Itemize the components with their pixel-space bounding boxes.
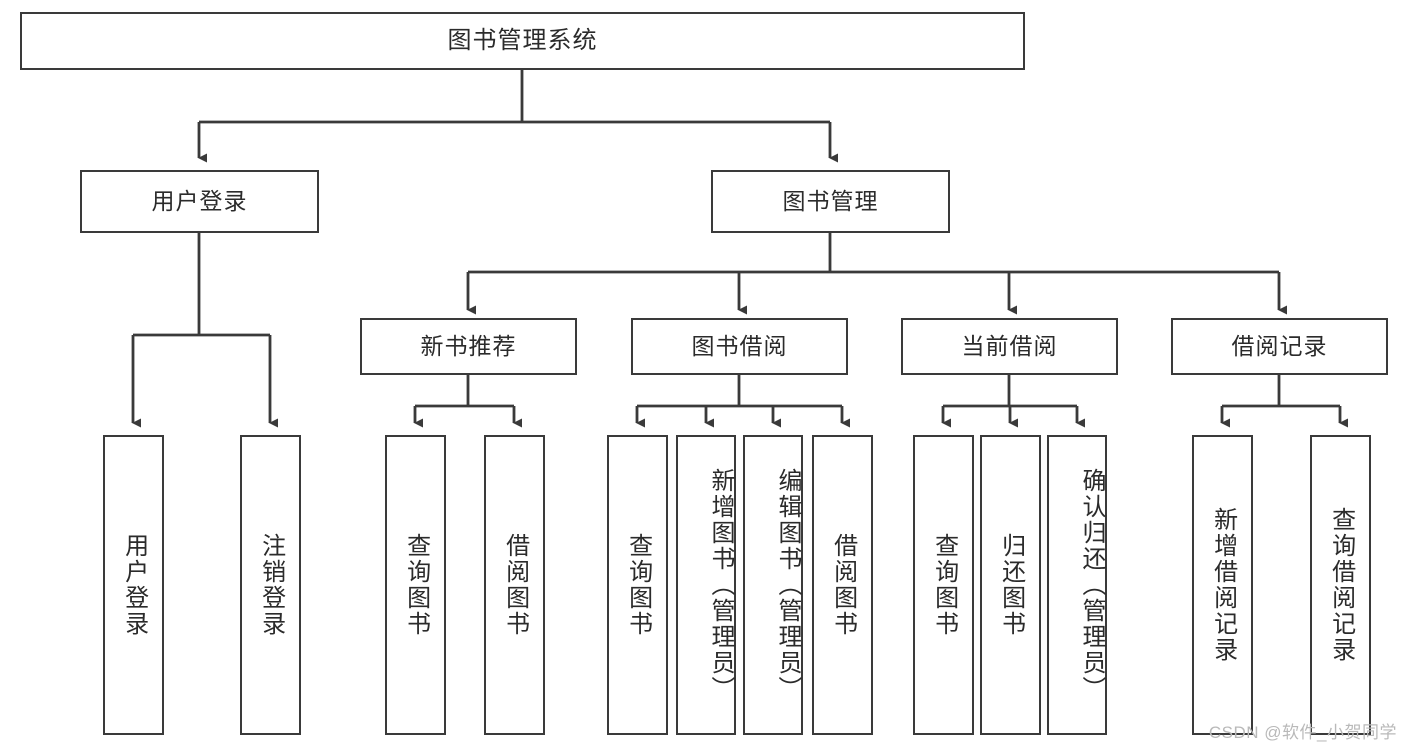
leaf-user-login-signin[interactable]: 用户登录 [103, 435, 164, 735]
leaf-record-query-record[interactable]: 查询借阅记录 [1310, 435, 1371, 735]
watermark: CSDN @软件_小贺同学 [1208, 723, 1397, 742]
leaf-borrow-query-book[interactable]: 查询图书 [607, 435, 668, 735]
node-user-login[interactable]: 用户登录 [80, 170, 319, 233]
leaf-current-query-book[interactable]: 查询图书 [913, 435, 974, 735]
node-borrow-record[interactable]: 借阅记录 [1171, 318, 1388, 375]
node-book-management[interactable]: 图书管理 [711, 170, 950, 233]
node-book-borrow[interactable]: 图书借阅 [631, 318, 848, 375]
leaf-current-return-book[interactable]: 归还图书 [980, 435, 1041, 735]
leaf-borrow-borrow-book[interactable]: 借阅图书 [812, 435, 873, 735]
node-new-book-recommend[interactable]: 新书推荐 [360, 318, 577, 375]
leaf-user-login-signout[interactable]: 注销登录 [240, 435, 301, 735]
leaf-newbook-borrow-book[interactable]: 借阅图书 [484, 435, 545, 735]
node-current-borrow[interactable]: 当前借阅 [901, 318, 1118, 375]
leaf-newbook-query-book[interactable]: 查询图书 [385, 435, 446, 735]
leaf-borrow-edit-book-admin[interactable]: 编辑图书（管理员） [743, 435, 803, 735]
leaf-borrow-add-book-admin[interactable]: 新增图书（管理员） [676, 435, 736, 735]
leaf-current-confirm-return-admin[interactable]: 确认归还（管理员） [1047, 435, 1107, 735]
node-root-system[interactable]: 图书管理系统 [20, 12, 1025, 70]
leaf-record-add-record[interactable]: 新增借阅记录 [1192, 435, 1253, 735]
